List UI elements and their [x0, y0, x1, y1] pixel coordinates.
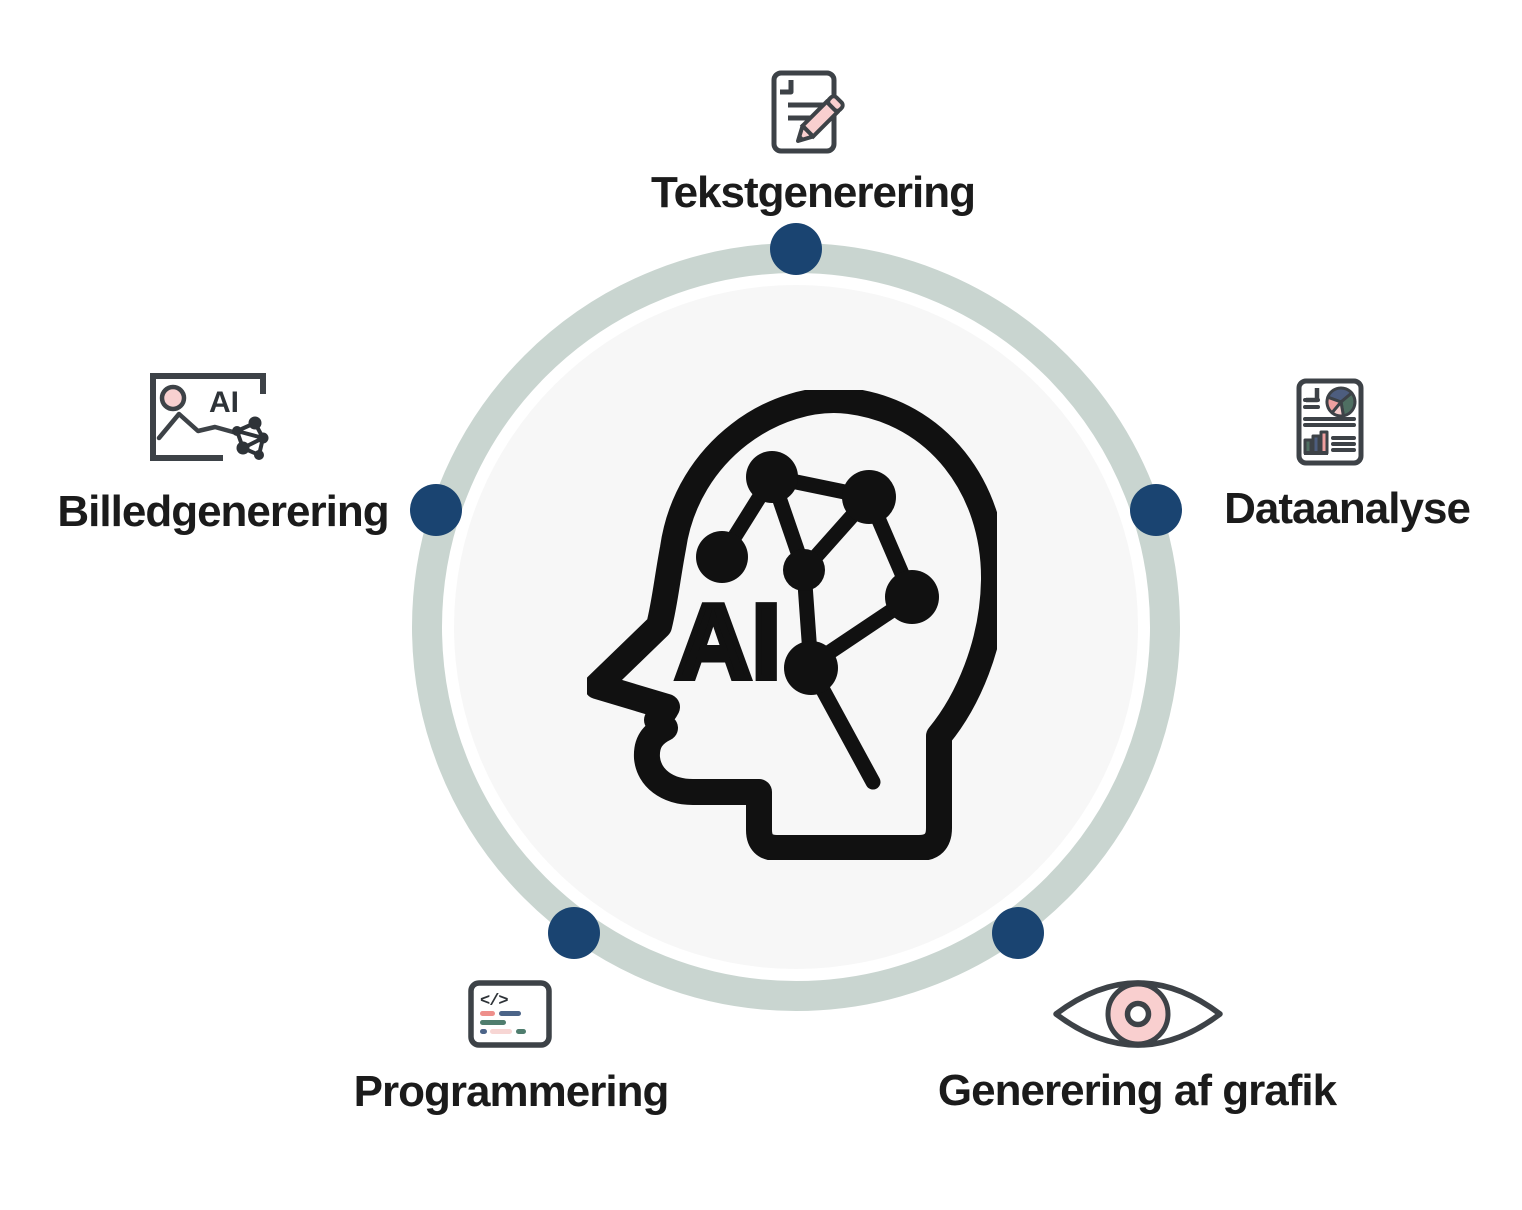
code-lines-glyph: [480, 1011, 526, 1034]
pencil-glyph: [796, 94, 845, 143]
spoke-label-generering-af-grafik: Generering af grafik: [937, 1066, 1337, 1115]
eye-icon: [1053, 980, 1223, 1048]
document-pencil-icon: [771, 70, 845, 154]
spoke-dot-generering-af-grafik: [992, 907, 1044, 959]
pie-chart-glyph: [1325, 386, 1357, 418]
mountain-glyph: [156, 411, 236, 441]
spoke-dot-dataanalyse: [1130, 484, 1182, 536]
data-report-icon: [1296, 378, 1364, 466]
image-ai-label: AI: [209, 386, 239, 419]
ai-head-icon: AI: [587, 390, 997, 860]
spoke-dot-billedgenerering: [410, 484, 462, 536]
image-ai-icon: AI: [150, 373, 269, 461]
spoke-label-programmering: Programmering: [353, 1067, 670, 1116]
code-brackets-glyph: </>: [480, 992, 508, 1011]
center-ai-label: AI: [675, 583, 781, 701]
spoke-label-dataanalyse: Dataanalyse: [1224, 484, 1471, 533]
mini-network-nodes: [232, 416, 269, 460]
spoke-dot-programmering: [548, 907, 600, 959]
spoke-label-billedgenerering: Billedgenerering: [57, 487, 389, 536]
spoke-label-tekstgenerering: Tekstgenerering: [650, 168, 976, 217]
spoke-dot-tekstgenerering: [770, 223, 822, 275]
bar-chart-glyph: [1303, 430, 1329, 455]
code-window-icon: </>: [468, 980, 552, 1048]
neural-network-nodes: [696, 451, 939, 695]
